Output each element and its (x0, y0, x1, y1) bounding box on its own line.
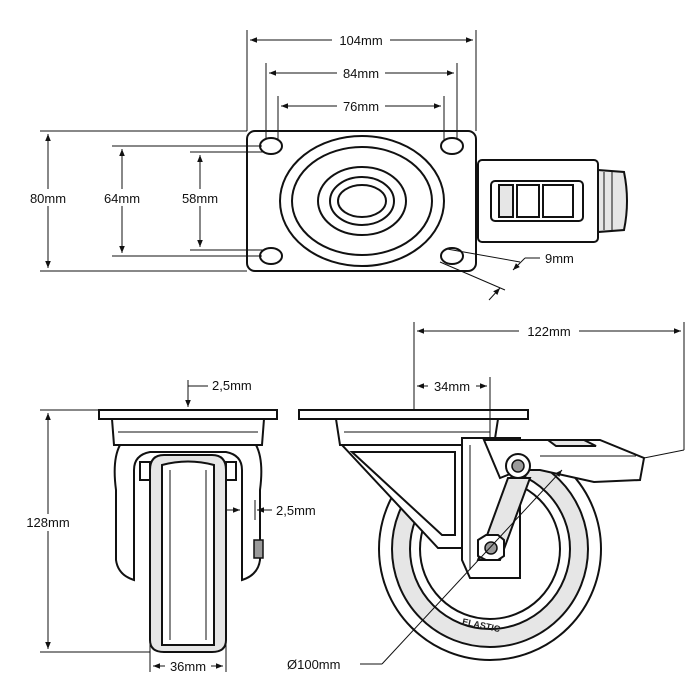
dimension-104mm: 104mm (339, 33, 382, 48)
dimension-34mm: 34mm (434, 379, 470, 394)
mounting-plate-top (246, 130, 477, 272)
dimension-2-5mm-plate: 2,5mm (212, 378, 252, 393)
swivel-ring-core (329, 176, 395, 226)
mounting-plate-front (98, 409, 278, 420)
mounting-hole-top-right (440, 137, 464, 155)
dimension-36mm: 36mm (170, 659, 206, 674)
fork-front (113, 444, 263, 582)
dimension-64mm: 64mm (104, 191, 140, 206)
front-view: 2,5mm 2,5mm 128mm 36mm (23, 378, 316, 674)
swivel-ring-middle (291, 146, 433, 256)
dimension-122mm: 122mm (527, 324, 570, 339)
mounting-plate-side (298, 409, 529, 420)
mounting-hole-bottom-right (440, 247, 464, 265)
dimension-2-5mm-fork: 2,5mm (276, 503, 316, 518)
dimension-128mm: 128mm (26, 515, 69, 530)
dimension-58mm: 58mm (182, 191, 218, 206)
top-view: 104mm 84mm 76mm 80mm 64mm 58mm (26, 30, 628, 301)
swivel-ring-outer (279, 135, 445, 267)
dimension-diameter-100mm: Ø100mm (287, 657, 340, 672)
dimension-9mm: 9mm (545, 251, 574, 266)
brake-lever (482, 439, 646, 484)
dimension-80mm: 80mm (30, 191, 66, 206)
side-view: ELASTIC 122mm 34mm (287, 322, 685, 672)
dimension-84mm: 84mm (343, 66, 379, 81)
dimension-76mm: 76mm (343, 99, 379, 114)
swivel-ring-inner (317, 166, 407, 236)
